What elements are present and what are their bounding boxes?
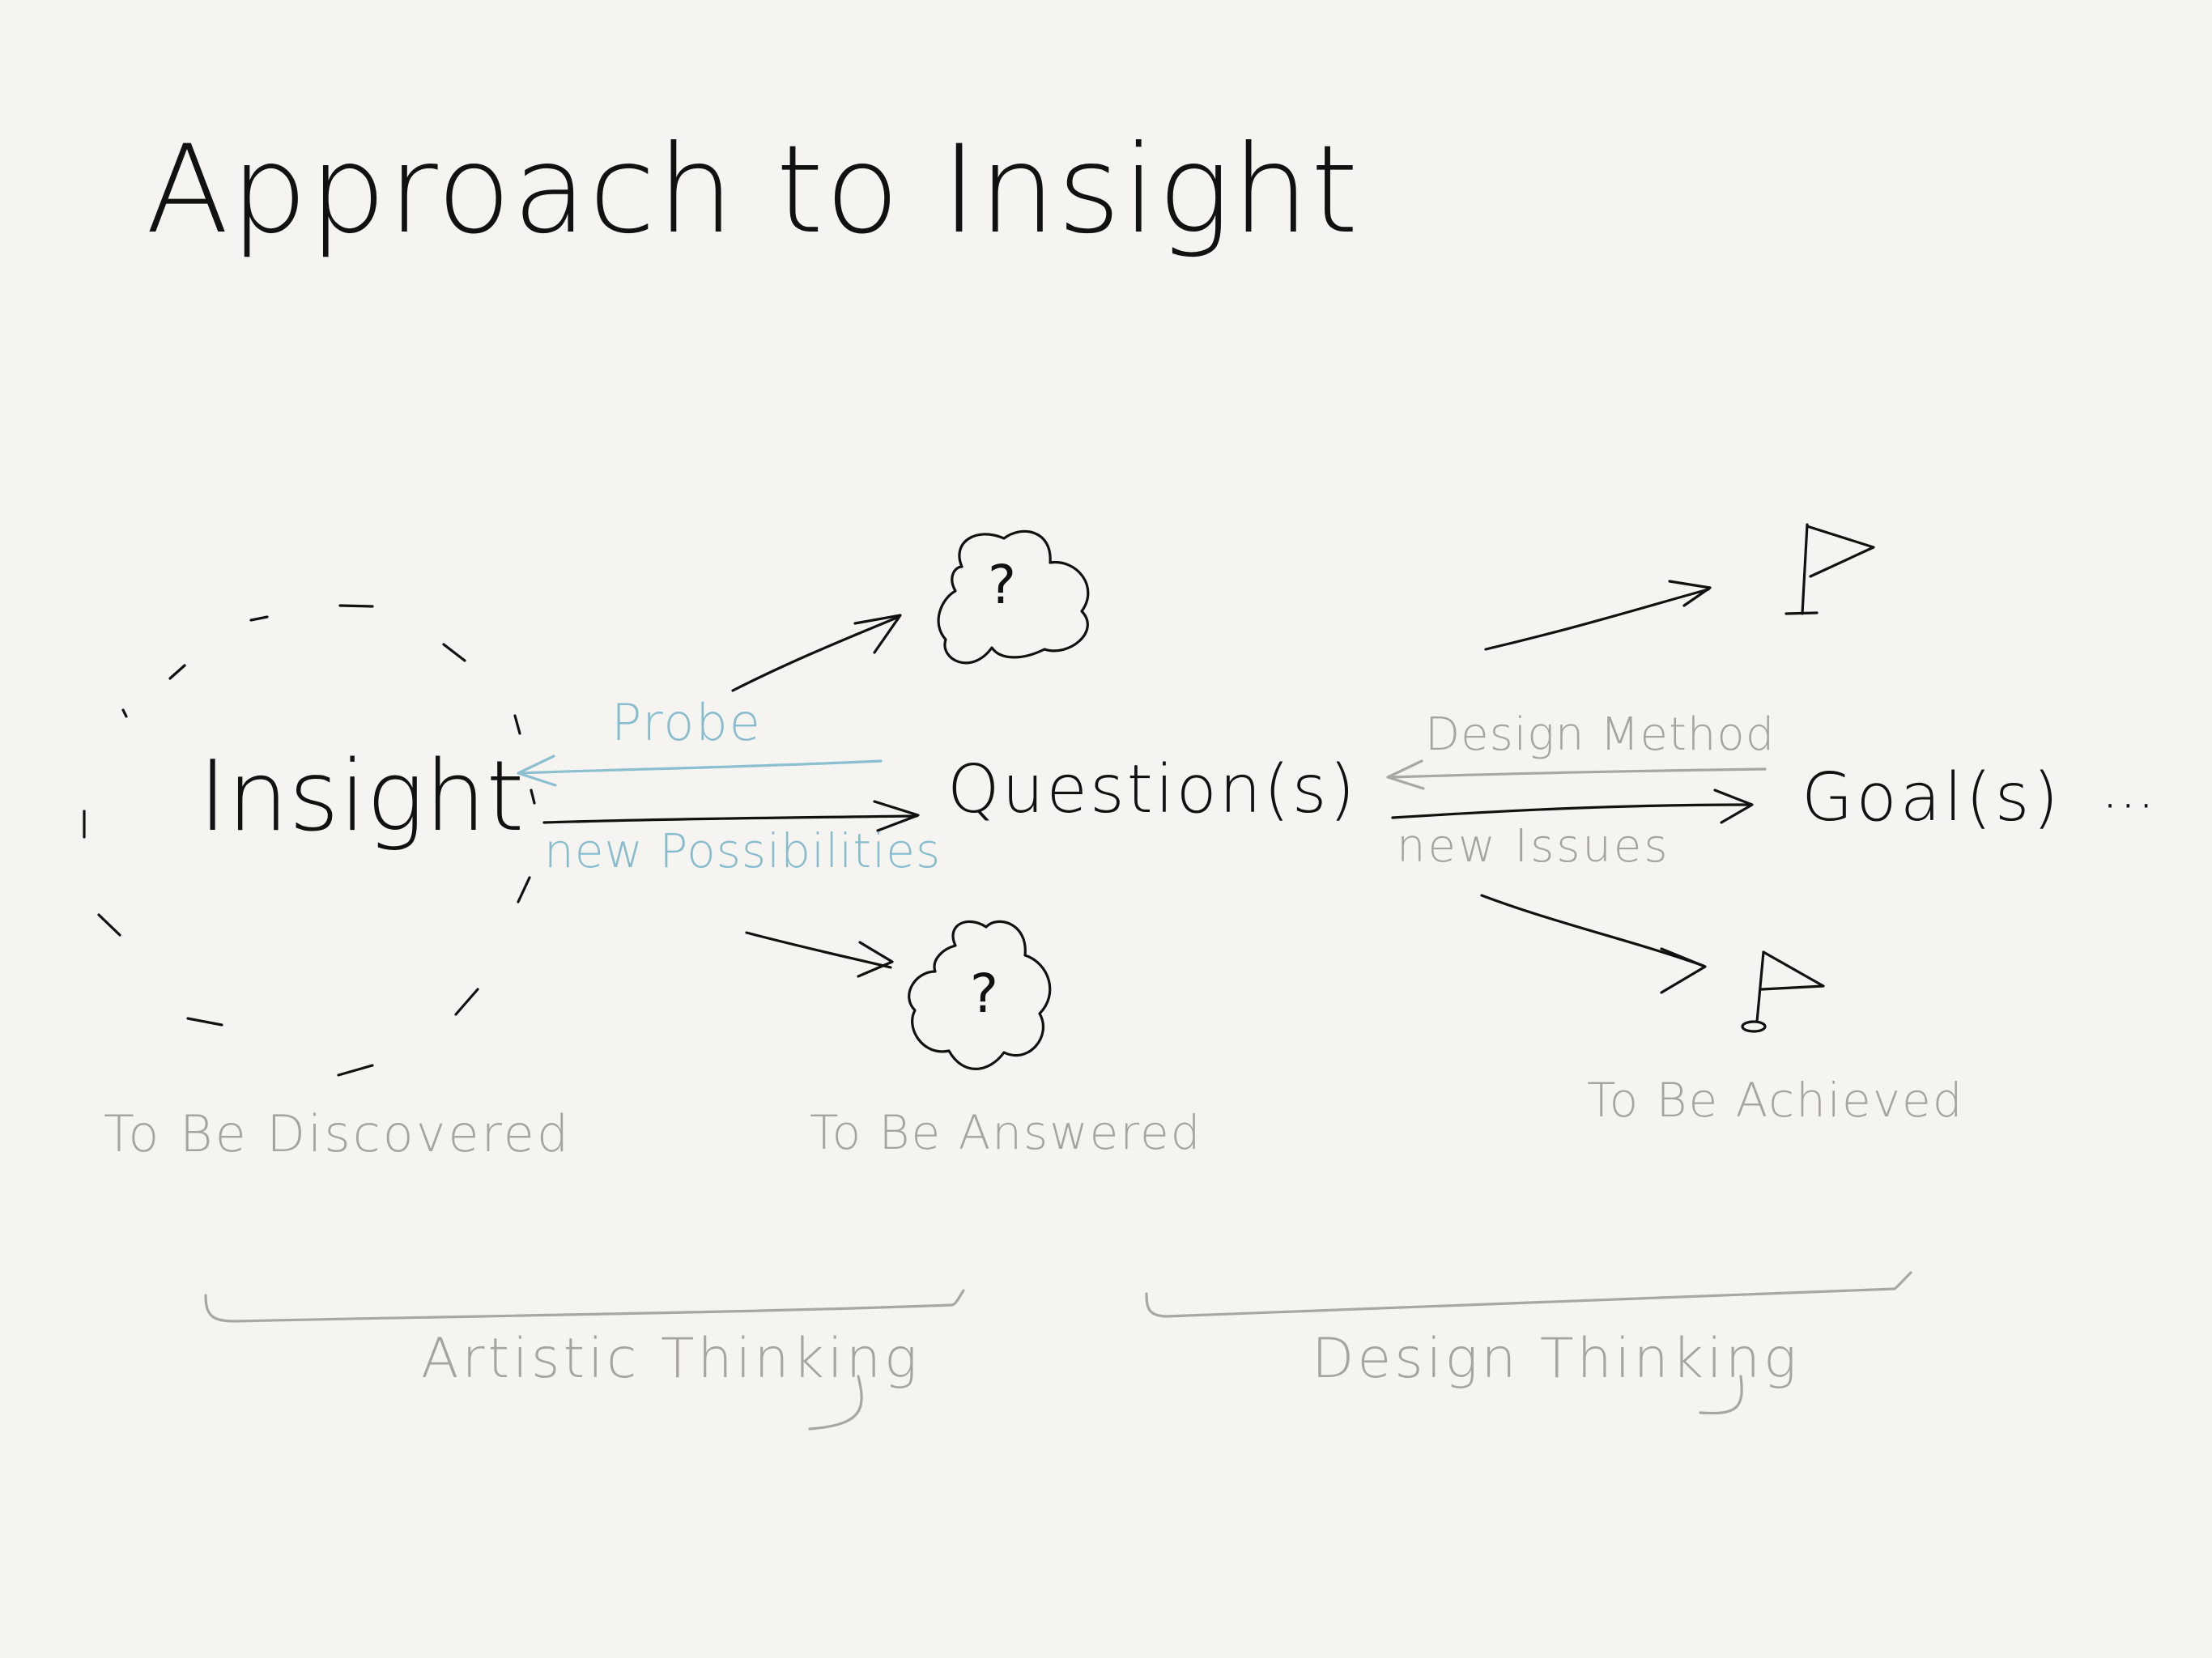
artistic-thinking-label: Artistic Thinking — [421, 1327, 921, 1391]
insight-to-upper-cloud-arrow — [731, 614, 902, 692]
new-possibilities-arrow — [542, 800, 920, 832]
new-possibilities-label: new Possibilities — [544, 823, 942, 878]
design-thinking-bracket — [1145, 1271, 1912, 1318]
artistic-thinking-bracket — [204, 1289, 965, 1323]
page-title: Approach to Insight — [146, 120, 1360, 261]
to-be-achieved-caption: To Be Achieved — [1587, 1073, 1964, 1128]
design-thinking-label: Design Thinking — [1312, 1327, 1800, 1391]
insight-to-lower-cloud-arrow — [745, 931, 894, 978]
design-method-label: Design Method — [1425, 708, 1776, 761]
question-mark-icon: ? — [970, 963, 999, 1025]
question-cloud-icon — [908, 920, 1052, 1070]
question-mark-icon: ? — [988, 554, 1017, 616]
probe-arrow — [517, 755, 883, 787]
flag-icon — [1784, 523, 1875, 615]
new-issues-label: new Issues — [1397, 820, 1670, 873]
goal-label: Goal(s) — [1802, 759, 2062, 836]
insight-label: Insight — [198, 741, 525, 853]
artistic-thinking-descender — [808, 1375, 863, 1431]
question-to-lower-flag-arrow — [1480, 894, 1707, 994]
insight-dashed-circle — [83, 604, 536, 1077]
to-be-discovered-caption: To Be Discovered — [104, 1104, 572, 1163]
new-issues-arrow — [1391, 789, 1754, 824]
question-to-upper-flag-arrow — [1484, 580, 1712, 651]
ellipsis-label: ··· — [2101, 772, 2155, 839]
to-be-answered-caption: To Be Answered — [810, 1105, 1202, 1160]
flag-icon — [1741, 950, 1825, 1033]
design-method-arrow — [1386, 759, 1767, 790]
probe-label: Probe — [611, 693, 762, 752]
question-label: Question(s) — [947, 751, 1358, 828]
question-cloud-icon — [937, 529, 1090, 665]
design-thinking-descender — [1699, 1375, 1743, 1415]
